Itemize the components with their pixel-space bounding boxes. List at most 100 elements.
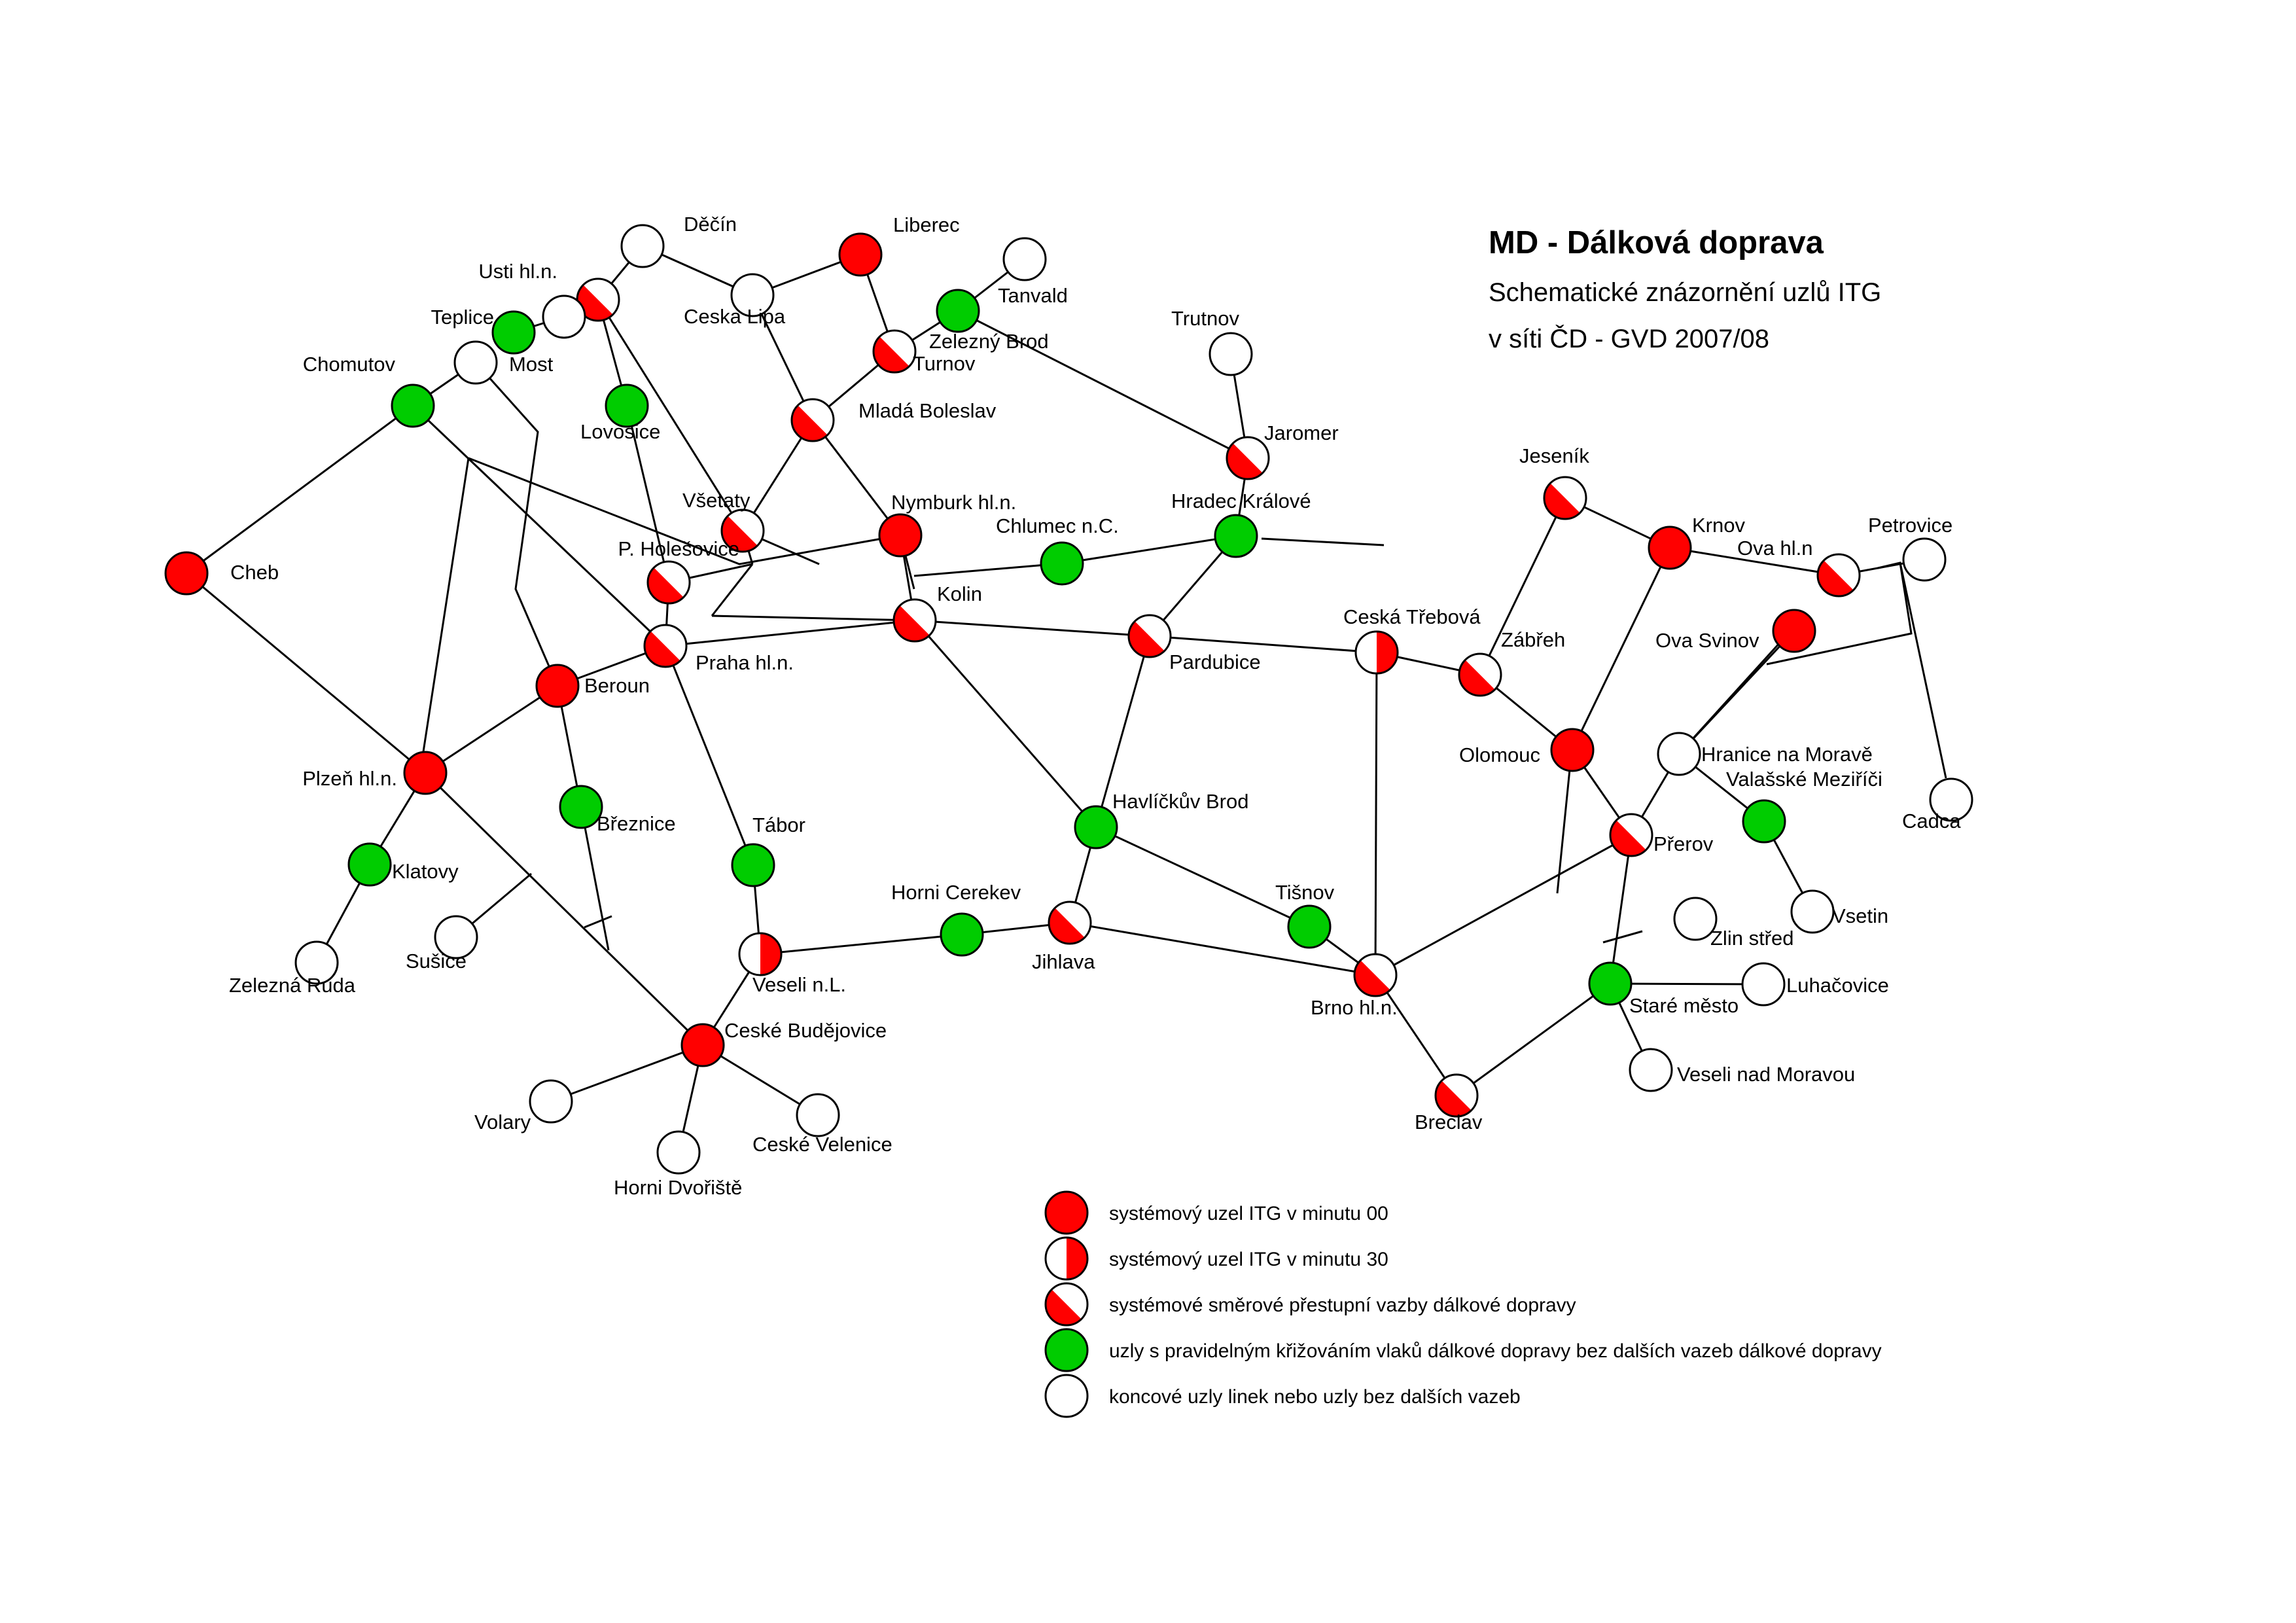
legend-label-green: uzly s pravidelným křižováním vlaků dálk… <box>1109 1340 1882 1362</box>
station-marker <box>1588 961 1633 1006</box>
station-marker <box>1354 630 1399 675</box>
station-marker <box>1742 799 1786 844</box>
station-marker <box>680 1023 725 1067</box>
rail-link <box>664 645 754 866</box>
station-label: Tanvald <box>998 284 1068 307</box>
legend-marker-green <box>1044 1328 1089 1372</box>
diagram-subtitle-line-1: Schematické znázornění uzlů ITG <box>1489 278 1881 307</box>
rail-link <box>914 619 1150 637</box>
station-label: Trutnov <box>1171 307 1239 330</box>
station-label: Zábřeh <box>1501 628 1565 651</box>
rail-link <box>913 620 1097 828</box>
station-label: Krnov <box>1692 514 1745 537</box>
station-marker <box>720 508 765 553</box>
station-marker <box>790 398 835 442</box>
station-label: Volary <box>474 1111 531 1133</box>
rail-link <box>957 310 1248 459</box>
station-marker <box>646 560 691 605</box>
station-marker <box>605 383 649 428</box>
station-label: Cadca <box>1902 810 1961 832</box>
station-marker <box>1543 476 1587 520</box>
station-marker <box>1458 652 1502 697</box>
rail-link <box>1095 635 1151 828</box>
station-label: Vsetin <box>1832 904 1888 927</box>
station-label: Luhačovice <box>1786 974 1889 997</box>
station-label: Veseli n.L. <box>752 973 846 996</box>
station-marker <box>491 310 536 355</box>
station-label: Přerov <box>1653 832 1714 855</box>
rail-link <box>711 615 915 622</box>
legend: systémový uzel ITG v minutu 00systémový … <box>1044 1190 1882 1418</box>
rail-link <box>1069 921 1376 976</box>
station-label: Hradec Králové <box>1171 490 1311 512</box>
station-label: Březnice <box>597 812 676 835</box>
rail-link <box>1571 547 1671 751</box>
station-label: Chlumec n.C. <box>996 514 1119 537</box>
station-label: Breclav <box>1415 1111 1483 1133</box>
station-label: Lovosice <box>580 420 660 443</box>
station-marker <box>936 289 980 333</box>
station-marker <box>738 932 783 976</box>
station-label: Jihlava <box>1032 950 1095 973</box>
station-marker <box>434 915 478 959</box>
rail-link <box>186 404 414 575</box>
station-label: Chomutov <box>303 353 396 376</box>
station-marker <box>1434 1073 1479 1118</box>
station-marker <box>1002 237 1047 281</box>
rail-link <box>626 405 670 583</box>
station-label: Turnov <box>913 352 976 375</box>
rail-link <box>584 915 612 929</box>
station-label: Sušice <box>406 950 467 972</box>
station-marker <box>529 1079 573 1124</box>
station-label: Horni Cerekev <box>891 881 1021 904</box>
rail-link <box>419 457 470 774</box>
station-label: Praha hl.n. <box>696 651 794 674</box>
station-label: Brno hl.n. <box>1311 996 1398 1019</box>
rail-link <box>412 404 667 647</box>
rail-link <box>474 361 559 687</box>
station-marker <box>1127 614 1172 658</box>
station-marker <box>1287 904 1332 949</box>
diagram-subtitle-line-2: v síti ČD - GVD 2007/08 <box>1489 324 1769 353</box>
station-marker <box>576 277 620 322</box>
station-label: Liberec <box>893 213 960 236</box>
legend-marker-diag <box>1044 1282 1089 1327</box>
station-label: Zlin střed <box>1710 927 1793 950</box>
station-label: Olomouc <box>1459 743 1540 766</box>
legend-label-full: systémový uzel ITG v minutu 00 <box>1109 1203 1388 1224</box>
station-label: Ceská Třebová <box>1343 605 1481 628</box>
rail-link <box>913 562 1063 577</box>
legend-marker-full <box>1044 1190 1089 1235</box>
station-marker <box>1609 813 1653 857</box>
rail-link <box>425 685 558 774</box>
rail-link <box>1609 834 1633 984</box>
rail-link <box>550 1044 703 1103</box>
rail-link <box>1374 652 1378 976</box>
rail-link <box>468 457 901 565</box>
rail-link <box>1456 982 1611 1097</box>
diagram-title: MD - Dálková doprava <box>1489 225 1824 260</box>
station-label: Petrovice <box>1868 514 1952 537</box>
station-label: Veseli nad Moravou <box>1677 1063 1855 1086</box>
station-marker <box>872 329 917 374</box>
station-marker <box>838 232 883 277</box>
station-label: Valašské Meziříči <box>1726 768 1882 791</box>
rail-link <box>811 419 902 536</box>
station-label: Cheb <box>230 561 279 584</box>
station-marker <box>1772 609 1816 653</box>
station-marker <box>940 912 984 957</box>
rail-link <box>1669 546 1839 577</box>
station-marker <box>656 1130 701 1175</box>
station-marker <box>643 624 688 668</box>
rail-link <box>1602 930 1643 944</box>
station-marker <box>878 513 923 558</box>
station-label: Teplice <box>431 306 495 329</box>
station-marker <box>1657 732 1701 776</box>
rail-link <box>186 572 426 774</box>
station-marker <box>1214 514 1258 558</box>
station-label: Tišnov <box>1275 881 1335 904</box>
station-marker <box>1741 962 1786 1007</box>
station-label: Ova Svinov <box>1655 629 1759 652</box>
rail-link <box>597 299 744 531</box>
